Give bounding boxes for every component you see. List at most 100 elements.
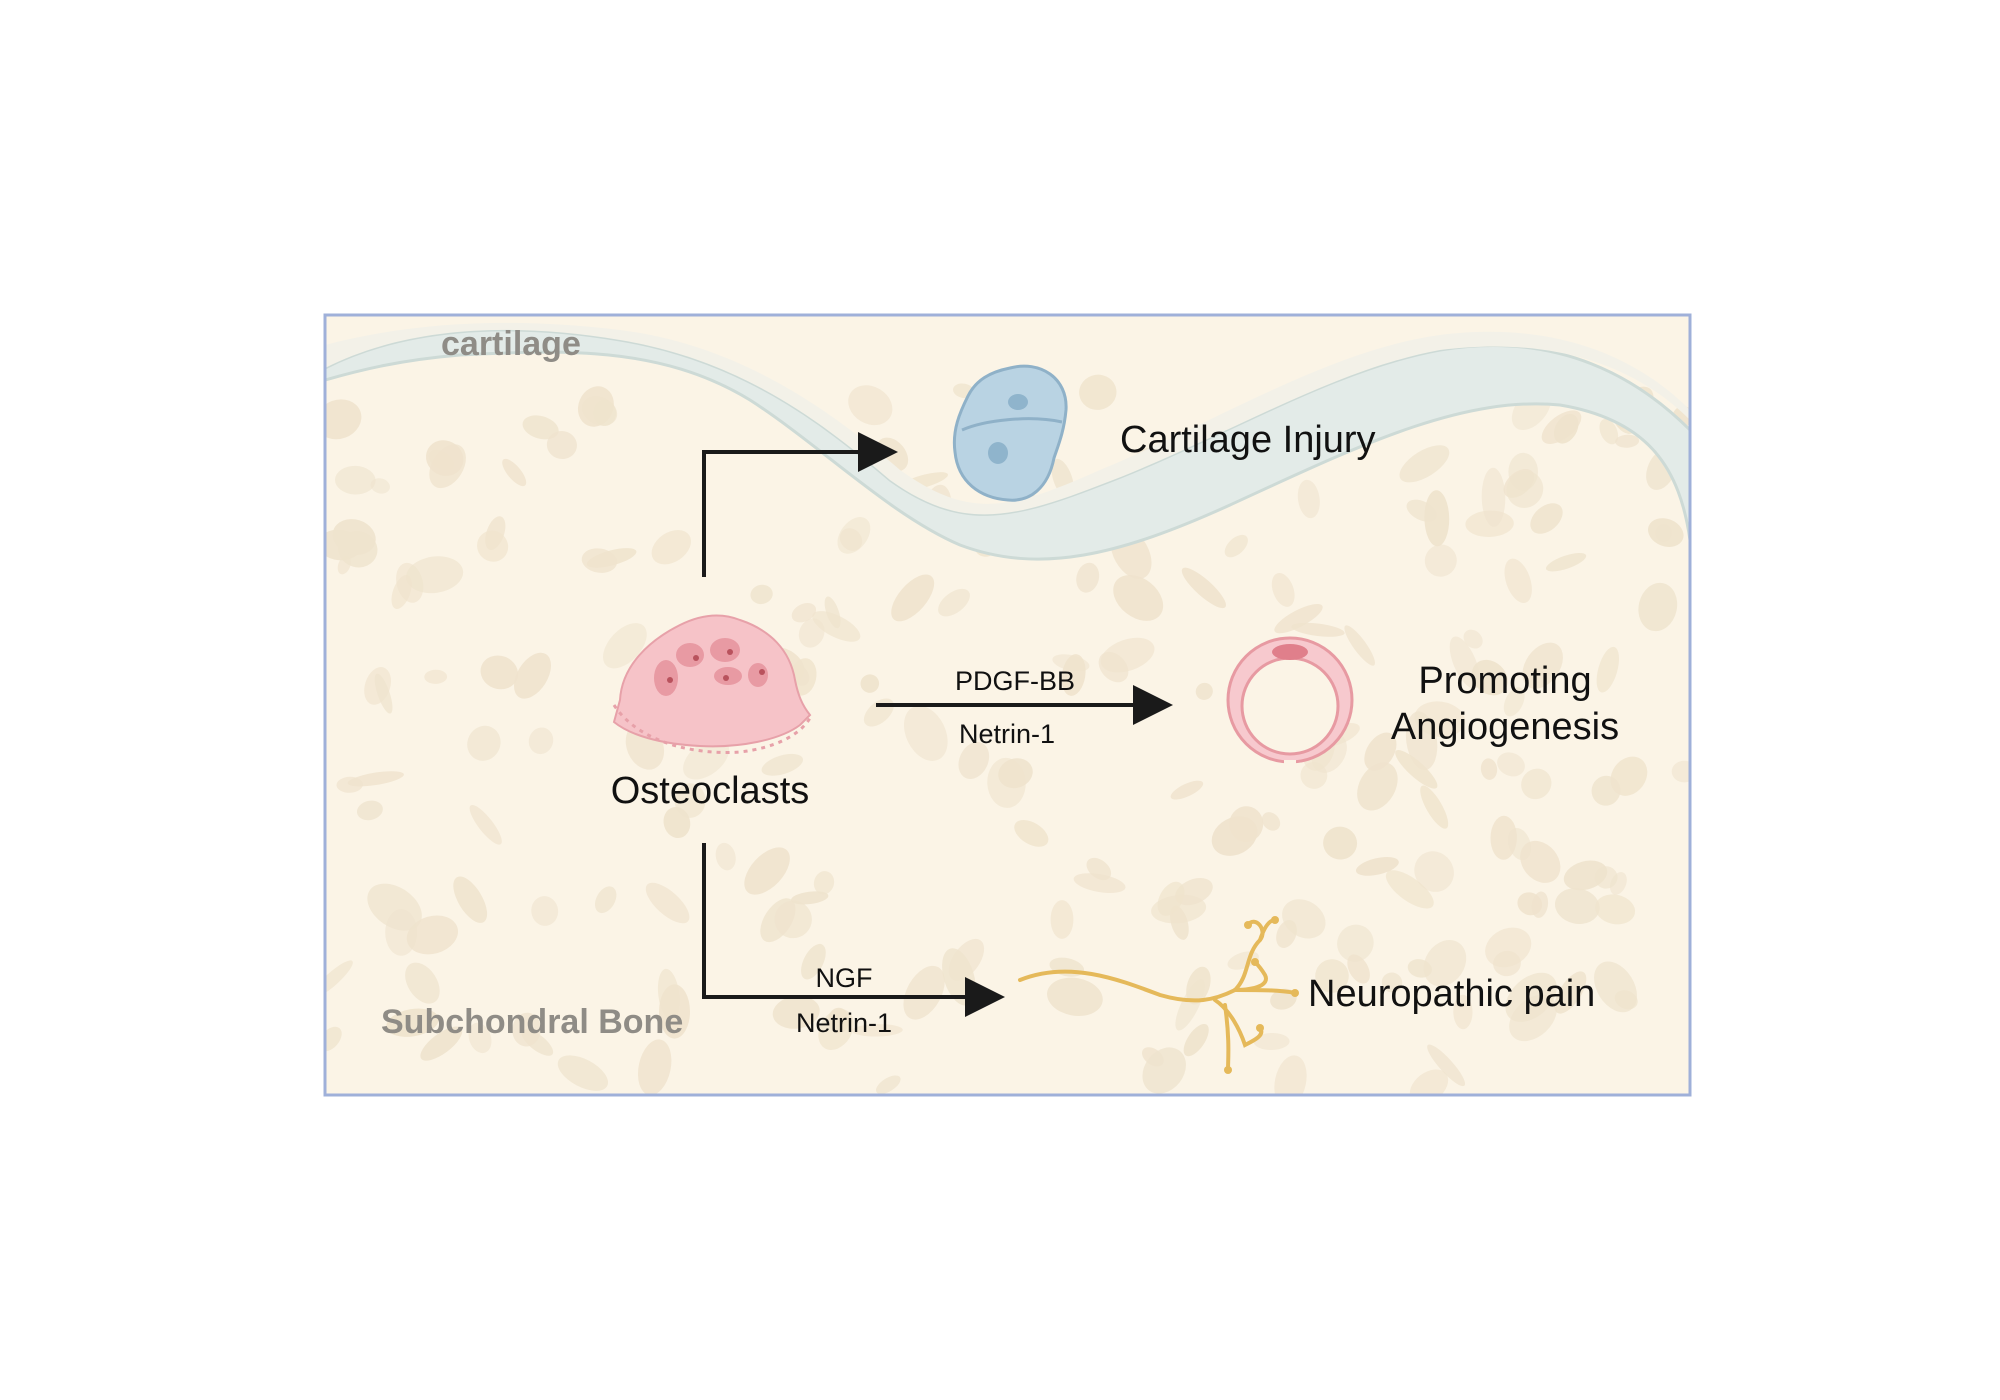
bone-pore bbox=[1599, 418, 1619, 445]
factor-netrin1-angiogenesis-label: Netrin-1 bbox=[959, 719, 1055, 749]
bone-pore bbox=[1399, 445, 1450, 483]
bone-pore bbox=[424, 669, 448, 684]
bone-pore bbox=[1591, 775, 1621, 806]
bone-pore bbox=[1531, 891, 1549, 918]
bone-pore bbox=[1170, 780, 1204, 800]
bone-pore bbox=[325, 960, 353, 998]
bone-pore bbox=[1420, 785, 1449, 829]
bone-pore bbox=[772, 995, 820, 1029]
bone-pore bbox=[1344, 625, 1376, 666]
bone-pore bbox=[513, 652, 552, 699]
bone-pore bbox=[1522, 642, 1563, 689]
bone-pore bbox=[1050, 900, 1074, 939]
bone-pore bbox=[1594, 866, 1618, 889]
bone-pore bbox=[1554, 888, 1600, 925]
bone-pore bbox=[715, 842, 736, 871]
bone-pore bbox=[1638, 582, 1678, 632]
bone-pore bbox=[1409, 1069, 1449, 1095]
subchondral-bone-region-label: Subchondral Bone bbox=[381, 1003, 683, 1041]
bone-pore bbox=[1253, 1032, 1290, 1051]
bone-pore bbox=[406, 556, 464, 594]
bone-pore bbox=[477, 530, 509, 562]
bone-pore bbox=[1671, 760, 1690, 783]
bone-pore bbox=[1554, 971, 1587, 1014]
bone-pore bbox=[1595, 894, 1636, 925]
bone-pore bbox=[651, 529, 692, 565]
bone-pore bbox=[1506, 470, 1544, 508]
bone-pore bbox=[325, 1026, 342, 1052]
bone-pore bbox=[1648, 518, 1684, 547]
factor-netrin1-pain-label: Netrin-1 bbox=[796, 1008, 892, 1038]
bone-pore bbox=[1471, 659, 1508, 696]
bone-pore bbox=[557, 1055, 609, 1091]
bone-pore bbox=[467, 725, 501, 761]
bone-pore bbox=[1463, 629, 1483, 649]
bone-pore bbox=[1282, 899, 1326, 939]
bone-pore bbox=[1504, 558, 1532, 603]
bone-pore bbox=[1594, 961, 1637, 1013]
bone-pore bbox=[1545, 552, 1587, 572]
bone-pore bbox=[645, 882, 690, 924]
bone-pore bbox=[798, 618, 825, 648]
bone-pore bbox=[512, 1012, 541, 1047]
bone-pore bbox=[674, 783, 706, 818]
bone-pore bbox=[1381, 972, 1403, 993]
factor-ngf-label: NGF bbox=[816, 963, 873, 993]
bone-pore bbox=[367, 883, 422, 931]
bone-pore bbox=[420, 1026, 463, 1061]
bone-pore bbox=[453, 876, 488, 923]
bone-pore bbox=[480, 655, 519, 690]
bone-pore bbox=[1395, 750, 1438, 789]
bone-pore bbox=[903, 965, 945, 1020]
bone-pore bbox=[1423, 939, 1467, 987]
bone-pore bbox=[531, 896, 559, 926]
bone-pore bbox=[1170, 905, 1189, 940]
bone-pore bbox=[603, 623, 647, 669]
bone-pore bbox=[1520, 840, 1561, 883]
chondrocyte-icon bbox=[952, 364, 1068, 502]
bone-pore bbox=[1497, 752, 1525, 777]
bone-pore bbox=[1195, 682, 1213, 700]
bone-pore bbox=[1073, 873, 1126, 893]
blood-vessel-icon bbox=[1226, 636, 1354, 764]
bone-pore bbox=[1337, 924, 1374, 962]
bone-pore bbox=[824, 596, 841, 629]
bone-pore bbox=[1541, 410, 1582, 445]
bone-pore bbox=[1530, 503, 1563, 534]
bone-pore bbox=[374, 673, 393, 714]
bone-pore bbox=[1521, 768, 1552, 800]
bone-pore bbox=[502, 458, 527, 487]
bone-pore bbox=[581, 548, 618, 573]
angiogenesis-label-line1: Promoting bbox=[1418, 660, 1591, 702]
bone-pore bbox=[744, 847, 790, 895]
bone-pore bbox=[1297, 479, 1320, 519]
bone-pore bbox=[791, 891, 829, 905]
neuropathic-pain-label: Neuropathic pain bbox=[1308, 973, 1595, 1015]
bone-pore bbox=[528, 727, 554, 755]
bone-pore bbox=[1414, 851, 1454, 892]
bone-pore bbox=[774, 900, 812, 939]
bone-pore bbox=[1424, 544, 1457, 577]
bone-pore bbox=[1291, 622, 1345, 637]
bone-pore bbox=[386, 1008, 439, 1037]
bone-pore bbox=[1014, 820, 1049, 847]
arrow-to-neuropathic-pain bbox=[702, 843, 1005, 1017]
bone-pore bbox=[1364, 732, 1397, 771]
bone-pore bbox=[1481, 467, 1506, 527]
osteoclast-icon bbox=[612, 614, 812, 754]
bone-pore bbox=[1347, 954, 1370, 984]
bone-pore bbox=[1453, 994, 1473, 1030]
bone-pore bbox=[837, 517, 871, 554]
bone-pore bbox=[1076, 562, 1100, 593]
bone-pore bbox=[1357, 762, 1398, 811]
bone-pore bbox=[425, 440, 464, 476]
bone-pore bbox=[761, 753, 804, 776]
bone-pore bbox=[1407, 959, 1432, 978]
bone-pore bbox=[406, 915, 459, 955]
bone-pore bbox=[1186, 966, 1211, 1005]
bone-pore bbox=[1047, 977, 1103, 1016]
bone-pore bbox=[1079, 374, 1117, 410]
bone-pore bbox=[1181, 567, 1226, 609]
bone-pore bbox=[1503, 687, 1525, 717]
bone-pore bbox=[1271, 572, 1295, 607]
